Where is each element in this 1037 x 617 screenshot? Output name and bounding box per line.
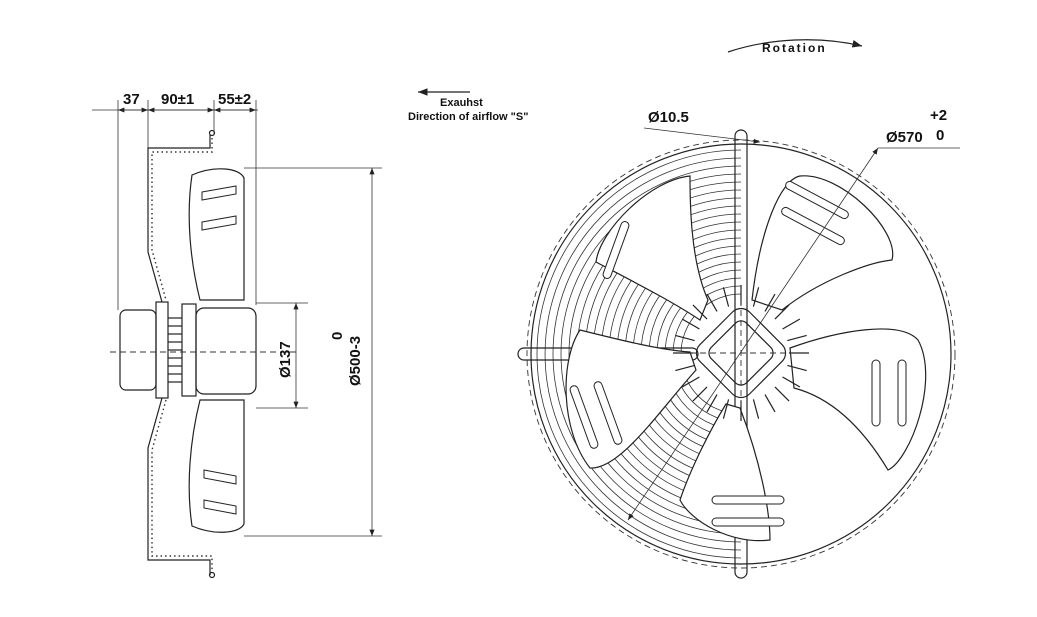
- top-dimension-chain: 37 90±1 55±2: [92, 91, 258, 310]
- rotation-arrow: [727, 39, 863, 53]
- side-view: 37 90±1 55±2: [92, 91, 382, 579]
- blade-side-upper: [188, 168, 245, 301]
- guard-tolerance-upper: +2: [930, 107, 947, 124]
- blade-diameter-tolerance: 0: [329, 332, 346, 340]
- hub-fin: [706, 293, 718, 312]
- dim-90: 90±1: [161, 91, 194, 108]
- hub-fin: [706, 394, 718, 413]
- hub-fin: [782, 318, 801, 330]
- hub-fin: [722, 287, 730, 307]
- hub-fin: [774, 386, 790, 402]
- hub: [195, 307, 257, 395]
- blade-side-lower: [188, 399, 245, 533]
- blade-front-top-right: [751, 175, 894, 311]
- guard-diameter-label: Ø570: [886, 129, 923, 146]
- guard-outline: [147, 135, 211, 575]
- hub-fin: [764, 394, 776, 413]
- dim-37: 37: [123, 91, 140, 108]
- dim-55: 55±2: [218, 91, 251, 108]
- guard-outer-ring: [530, 143, 952, 565]
- rotation-label: Rotation: [762, 41, 827, 55]
- motor-fins: [168, 317, 182, 383]
- hub-fin: [787, 334, 807, 342]
- guard-tolerance-lower: 0: [936, 127, 944, 144]
- guard-profile-bottom: [151, 399, 213, 572]
- airflow-indicator: Exauhst Direction of airflow "S": [408, 88, 528, 123]
- airflow-direction-label: Direction of airflow "S": [408, 111, 528, 123]
- front-view: Rotation Ø10.5: [517, 39, 960, 579]
- hub-fin: [675, 334, 695, 342]
- hub-diameter-label: Ø137: [277, 341, 294, 378]
- blade-diameter-label: Ø500-3: [347, 336, 364, 386]
- motor-body: [119, 309, 157, 391]
- hub-fin: [692, 386, 708, 402]
- wire-diameter-label: Ø10.5: [648, 109, 689, 126]
- guard-outer-circle: [526, 139, 956, 569]
- guard-profile-top: [151, 138, 213, 301]
- hub-fin: [752, 399, 760, 419]
- airflow-exhaust-label: Exauhst: [440, 97, 483, 109]
